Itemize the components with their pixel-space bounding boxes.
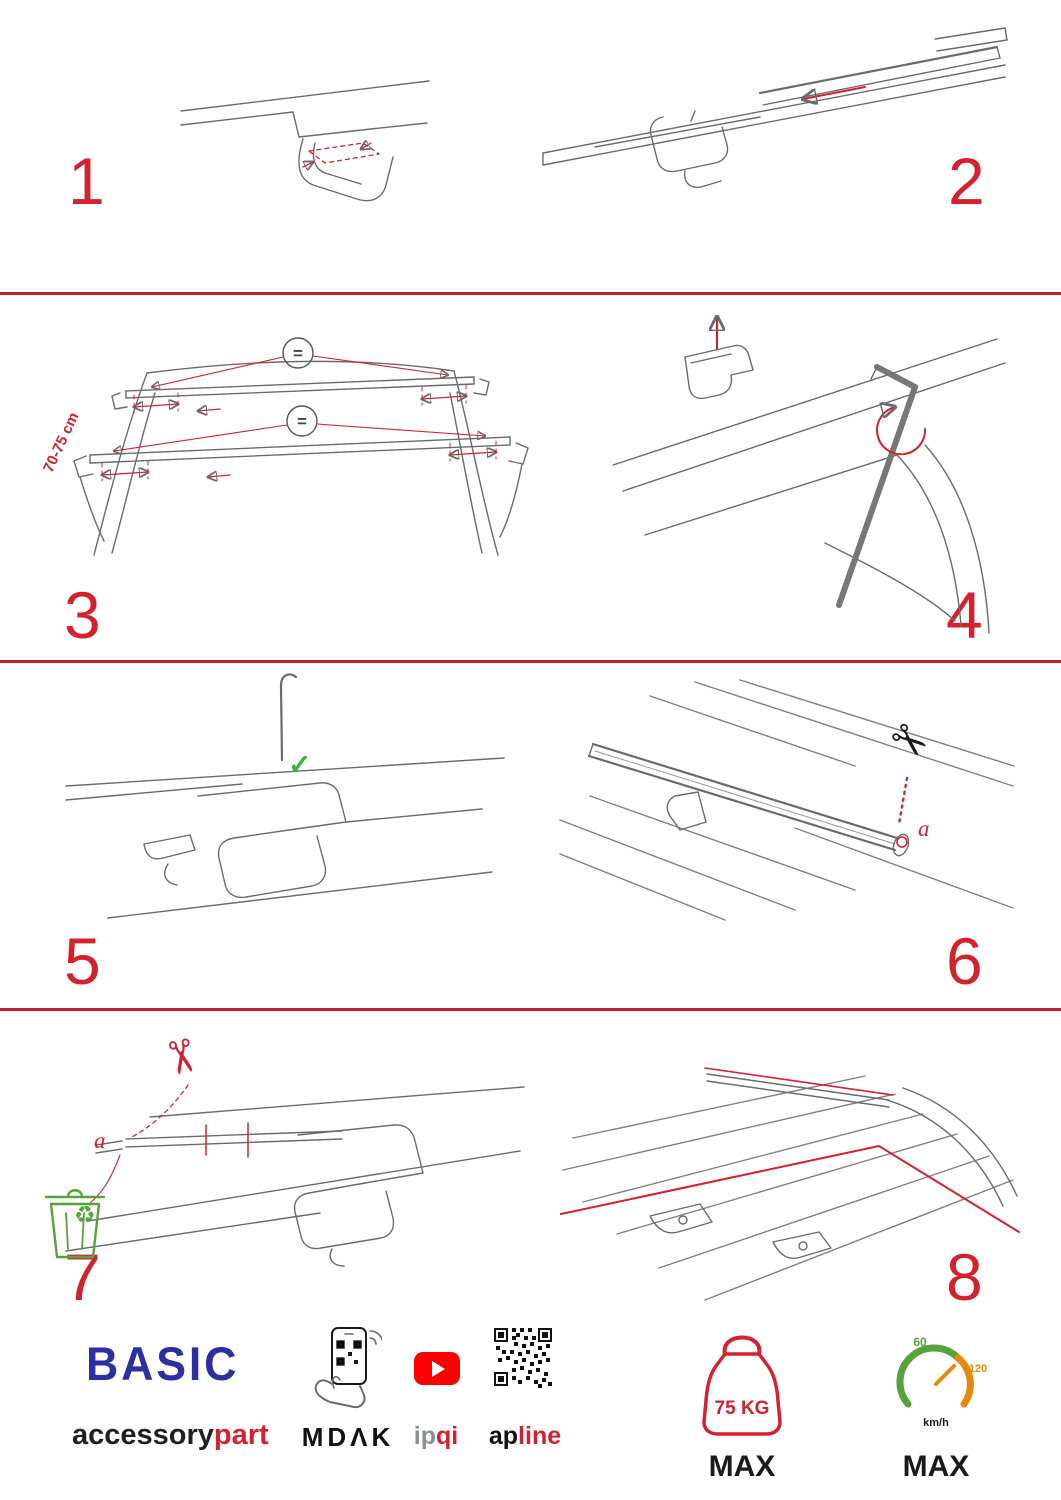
front-crossbar xyxy=(73,436,529,542)
crossbar xyxy=(706,1073,890,1108)
section-divider-3 xyxy=(0,1008,1061,1011)
crossbar xyxy=(542,64,1006,166)
measure-arrows xyxy=(102,384,496,481)
qr-scan-phone-icon xyxy=(314,1327,382,1409)
strap xyxy=(95,1130,343,1154)
speed-high-tick: 120 xyxy=(969,1363,987,1375)
youtube-icon xyxy=(414,1352,460,1385)
max-weight-value: 75 KG xyxy=(715,1398,770,1419)
roof-lines xyxy=(65,757,505,919)
crossbar xyxy=(587,742,910,857)
highlight-frame xyxy=(560,1067,1020,1233)
excess-strap-label: a xyxy=(94,1128,106,1153)
trash-can-icon xyxy=(44,1189,106,1259)
section-divider-1 xyxy=(0,292,1061,295)
roof-lines xyxy=(612,338,1006,634)
step5-illustration xyxy=(65,673,505,919)
step-5-number: 5 xyxy=(64,924,101,998)
allen-key-icon xyxy=(836,364,918,608)
brand-sub-part1: accessory xyxy=(72,1419,214,1451)
mdak-text: MDΛK xyxy=(301,1422,395,1452)
equal-sign-front: = xyxy=(297,412,307,431)
play-triangle xyxy=(432,1360,445,1377)
step4-illustration xyxy=(612,303,1006,634)
excess-strap-label: a xyxy=(918,816,930,841)
step-2-number: 2 xyxy=(948,144,985,218)
ipqi-part1: ip xyxy=(413,1422,436,1450)
cut-mark xyxy=(896,776,909,848)
side-rail xyxy=(886,1087,1018,1207)
speed-low-tick: 60 xyxy=(913,1335,927,1349)
brand-sub-text: accessorypart xyxy=(72,1419,269,1452)
clamp-bracket xyxy=(298,138,394,202)
mounting-feet xyxy=(649,1203,832,1260)
strap-end xyxy=(279,673,298,762)
check-icon: ✓ xyxy=(288,749,312,780)
roof-lines xyxy=(65,1086,525,1252)
max-speed-icon: 60 120 km/h xyxy=(896,1335,987,1429)
roof-ribs xyxy=(559,679,1015,921)
apline-part2: line xyxy=(518,1422,562,1450)
section-divider-2 xyxy=(0,660,1061,663)
max-speed-label: MAX xyxy=(902,1450,970,1483)
sliding-strip xyxy=(758,27,1008,106)
partner-mdak-label: MDΛK xyxy=(293,1422,403,1453)
step-3-number: 3 xyxy=(64,578,101,652)
slide-direction-arrow xyxy=(803,86,866,99)
step2-illustration xyxy=(542,27,1008,189)
qr-code xyxy=(492,1326,554,1388)
equal-sign-rear: = xyxy=(293,344,303,363)
step8-illustration xyxy=(560,1067,1020,1301)
apline-part1: ap xyxy=(488,1422,519,1450)
clamp-bracket xyxy=(684,344,754,400)
max-weight-icon: 75 KG xyxy=(702,1335,782,1436)
clamp-body xyxy=(143,782,347,899)
step-7-number: 7 xyxy=(64,1240,101,1314)
max-weight-label: MAX xyxy=(708,1450,776,1483)
step7-illustration xyxy=(44,1084,525,1267)
clamp-body xyxy=(293,1124,424,1267)
clamp-bracket xyxy=(649,110,729,189)
tighten-rotation-arrow xyxy=(876,407,927,456)
cut-marks xyxy=(89,1084,249,1204)
step-8-number: 8 xyxy=(946,1240,983,1314)
partner-apline-label: apline xyxy=(480,1422,570,1451)
step-1-number: 1 xyxy=(68,144,105,218)
speed-unit-label: km/h xyxy=(923,1417,949,1429)
step-6-number: 6 xyxy=(946,924,983,998)
rubber-pad-outline xyxy=(302,143,380,167)
step1-illustration xyxy=(180,80,430,202)
recycle-icon: ♻ xyxy=(74,1202,96,1229)
roof-rail-profile xyxy=(180,80,430,138)
brand-logo-text: BASIC xyxy=(86,1337,240,1390)
step-4-number: 4 xyxy=(946,578,983,652)
equal-spacing-markers: = = xyxy=(114,337,485,451)
brand-sub-part2: part xyxy=(213,1419,269,1451)
rear-crossbar xyxy=(111,376,490,410)
ipqi-part2: qi xyxy=(436,1422,459,1450)
roof-ribs xyxy=(562,1075,1014,1301)
step3-illustration: = = xyxy=(73,337,529,556)
partner-ipqi-label: ipqi xyxy=(406,1422,466,1451)
step6-illustration xyxy=(559,679,1015,921)
foot-clamp xyxy=(666,791,707,831)
